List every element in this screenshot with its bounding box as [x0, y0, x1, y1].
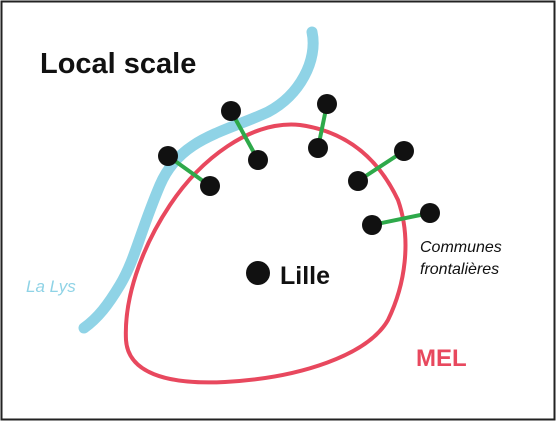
mel-label: MEL — [416, 345, 467, 372]
communes-label-line1: Communes — [420, 239, 502, 256]
commune-dot — [221, 101, 241, 121]
commune-dot — [348, 171, 368, 191]
river-la-lys — [78, 26, 319, 334]
commune-dot — [248, 150, 268, 170]
lille-dot — [246, 261, 270, 285]
diagram-title: Local scale — [40, 48, 196, 80]
commune-dot — [200, 176, 220, 196]
commune-dot — [362, 215, 382, 235]
commune-dot — [158, 146, 178, 166]
lille-label: Lille — [280, 262, 330, 290]
communes-label-line2: frontalières — [420, 261, 499, 278]
commune-dot — [317, 94, 337, 114]
commune-dot — [308, 138, 328, 158]
river-label: La Lys — [26, 277, 76, 296]
commune-dot — [394, 141, 414, 161]
commune-dot — [420, 203, 440, 223]
mel-boundary — [123, 122, 408, 385]
